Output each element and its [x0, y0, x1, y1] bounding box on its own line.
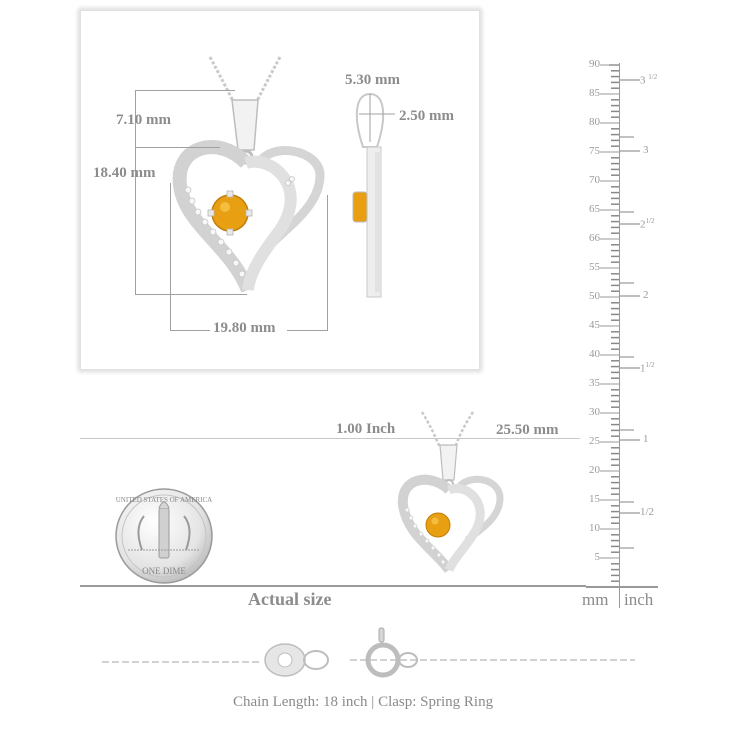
width-left-line: [170, 183, 171, 331]
coin-top-text: UNITED STATES OF AMERICA: [116, 496, 212, 504]
bail-height-label: 7.10 mm: [116, 112, 171, 128]
inch-label: 3 1/2: [640, 73, 658, 87]
inch-label: 2: [643, 289, 649, 301]
dimension-panel: [80, 10, 480, 370]
ruler-minor-ticks: [605, 63, 619, 588]
bail-opening-label: 5.30 mm: [345, 72, 400, 88]
inch-unit-label: inch: [624, 590, 654, 609]
width-dim-right: [287, 330, 328, 331]
mm-label: 85: [589, 87, 600, 99]
mm-label: 20: [589, 464, 600, 476]
mm-equivalent-label: 25.50 mm: [496, 422, 559, 438]
inch-label: 3: [643, 144, 649, 156]
inch-label: 1/2: [640, 506, 655, 518]
pendant-actual-size: [395, 410, 535, 585]
mm-label: 50: [589, 290, 600, 302]
total-height-label: 18.40 mm: [93, 165, 156, 181]
chain-with-spring-ring-clasp: [100, 622, 640, 682]
width-right-line: [327, 195, 328, 331]
bail-bottom-line: [135, 147, 220, 148]
mm-label: 25: [589, 435, 600, 447]
pendant-side-view: [345, 92, 395, 302]
coin-bottom-text: ONE DIME: [142, 566, 186, 576]
chain-caption: Chain Length: 18 inch | Clasp: Spring Ri…: [233, 694, 494, 710]
height-dimension-line: [135, 90, 136, 295]
mm-label: 40: [589, 348, 600, 360]
mm-label: 66: [589, 232, 600, 244]
dime-coin: UNITED STATES OF AMERICA ONE DIME: [114, 488, 214, 584]
mm-label: 70: [589, 174, 600, 186]
ruler-inch-ticks: [620, 60, 640, 560]
ruler-mm-major-ticks: [600, 64, 620, 564]
mm-label: 30: [589, 406, 600, 418]
mm-label: 10: [589, 522, 600, 534]
one-inch-label: 1.00 Inch: [336, 421, 396, 437]
one-inch-reference-line: [80, 438, 580, 439]
ruler-axis: [619, 63, 620, 608]
inch-label: 21/2: [640, 217, 655, 231]
width-dim-left: [170, 330, 210, 331]
thickness-label: 2.50 mm: [399, 108, 454, 124]
mm-label: 45: [589, 319, 600, 331]
mm-label: 35: [589, 377, 600, 389]
height-bottom-line: [135, 294, 247, 295]
mm-label: 80: [589, 116, 600, 128]
actual-size-label: Actual size: [248, 589, 332, 609]
pendant-front-view: [170, 55, 350, 305]
mm-label: 65: [589, 203, 600, 215]
inch-label: 11/2: [640, 361, 655, 375]
bail-top-line: [135, 90, 235, 91]
ruler-baseline: [586, 586, 658, 588]
mm-label: 15: [589, 493, 600, 505]
mm-label: 90: [589, 58, 600, 70]
mm-label: 75: [589, 145, 600, 157]
mm-unit-label: mm: [582, 590, 609, 609]
mm-label: 55: [589, 261, 600, 273]
width-label: 19.80 mm: [213, 320, 276, 336]
mm-label: 5: [594, 551, 601, 563]
actual-size-baseline: [80, 585, 586, 587]
inch-label: 1: [643, 433, 649, 445]
